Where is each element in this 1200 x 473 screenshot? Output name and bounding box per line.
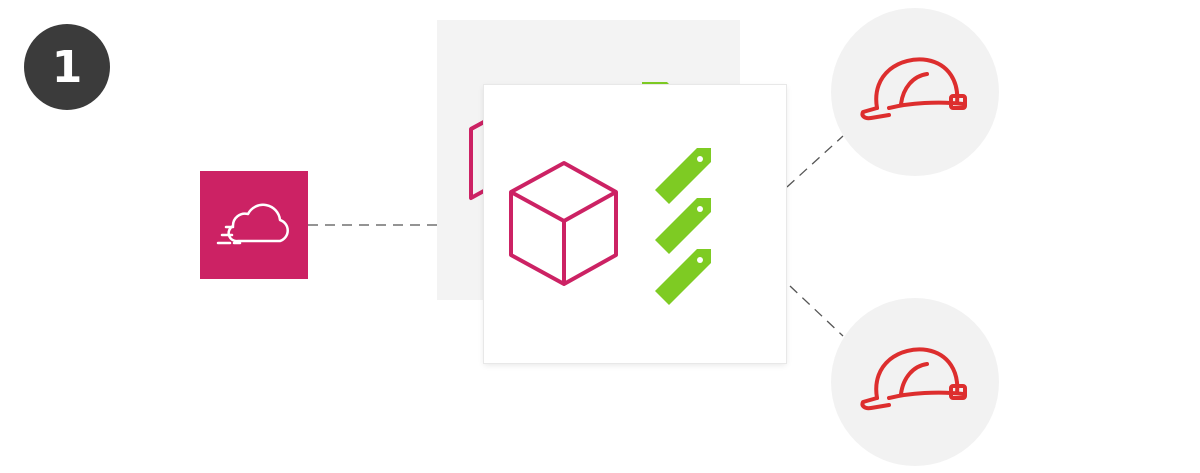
tag-icon [655,148,711,204]
resource-card [484,85,786,363]
tag-stack [655,148,711,305]
resource-card-contents [509,148,711,305]
hard-hat-icon [860,57,967,121]
connector-card-to-top-helmet [786,135,844,188]
tag-icon [655,198,711,254]
cloud-icon [216,203,289,245]
hard-hat-icon [860,347,967,411]
tag-icon [655,249,711,305]
connector-card-to-bottom-helmet [789,285,844,337]
step-number: 1 [51,41,83,93]
cube-icon [509,161,618,286]
target-circle-bottom [831,298,999,466]
step-number-badge: 1 [24,24,110,110]
cloud-service-tile [200,171,308,279]
target-circle-top [831,8,999,176]
